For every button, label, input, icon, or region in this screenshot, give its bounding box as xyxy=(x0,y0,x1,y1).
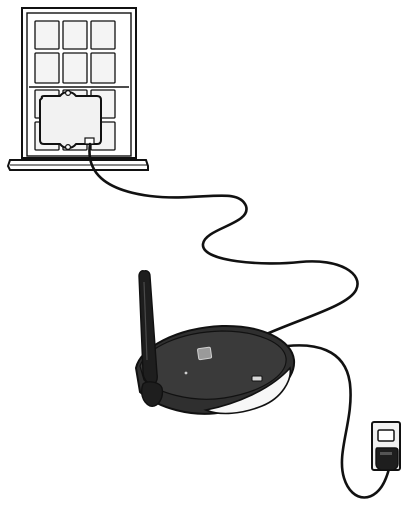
power-outlet-icon xyxy=(372,422,400,470)
front-port-icon xyxy=(252,376,262,381)
antenna-icon xyxy=(139,271,162,407)
antenna-panel-icon xyxy=(40,91,101,150)
window-icon xyxy=(8,8,148,170)
device-logo-icon xyxy=(197,347,211,360)
status-led-icon xyxy=(185,372,188,375)
cable-icon xyxy=(89,144,357,336)
